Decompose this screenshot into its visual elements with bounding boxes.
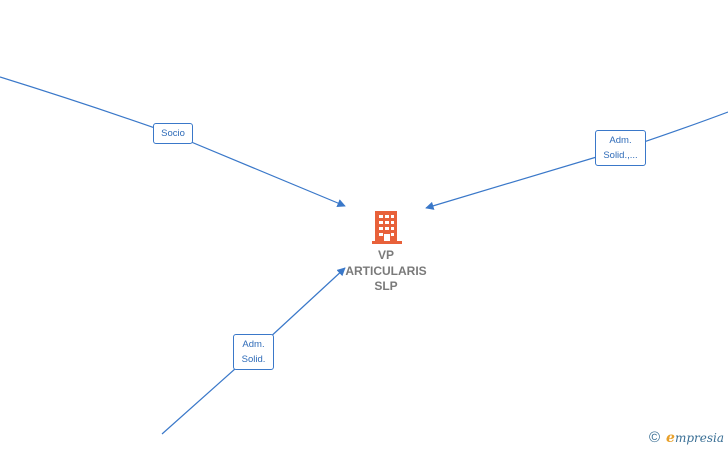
- copyright-symbol: ©: [648, 429, 661, 446]
- relation-label-line: Adm.: [242, 339, 265, 350]
- company-name[interactable]: VP ARTICULARIS SLP: [330, 248, 442, 295]
- building-icon[interactable]: [372, 211, 402, 244]
- relation-label-line: Solid.: [241, 354, 266, 365]
- brand-watermark: © empresia: [649, 429, 724, 446]
- brand-logo-initial: e: [666, 429, 675, 446]
- relation-label-line: Socio: [161, 128, 185, 139]
- relation-label-line: Adm.: [609, 135, 632, 146]
- company-name-line: SLP: [374, 279, 398, 293]
- edge-adm-solid-right: [425, 111, 728, 210]
- relation-label-line: Solid.,...: [603, 150, 638, 161]
- relation-label-adm-solid-bottom[interactable]: Adm. Solid.: [233, 334, 274, 370]
- relation-label-adm-solid-right[interactable]: Adm. Solid.,...: [595, 130, 646, 166]
- company-name-line: ARTICULARIS: [345, 263, 427, 278]
- relation-label-socio[interactable]: Socio: [153, 123, 193, 144]
- company-name-line: VP: [377, 248, 394, 262]
- brand-logo: empresia: [666, 430, 724, 446]
- brand-logo-rest: mpresia: [674, 430, 724, 445]
